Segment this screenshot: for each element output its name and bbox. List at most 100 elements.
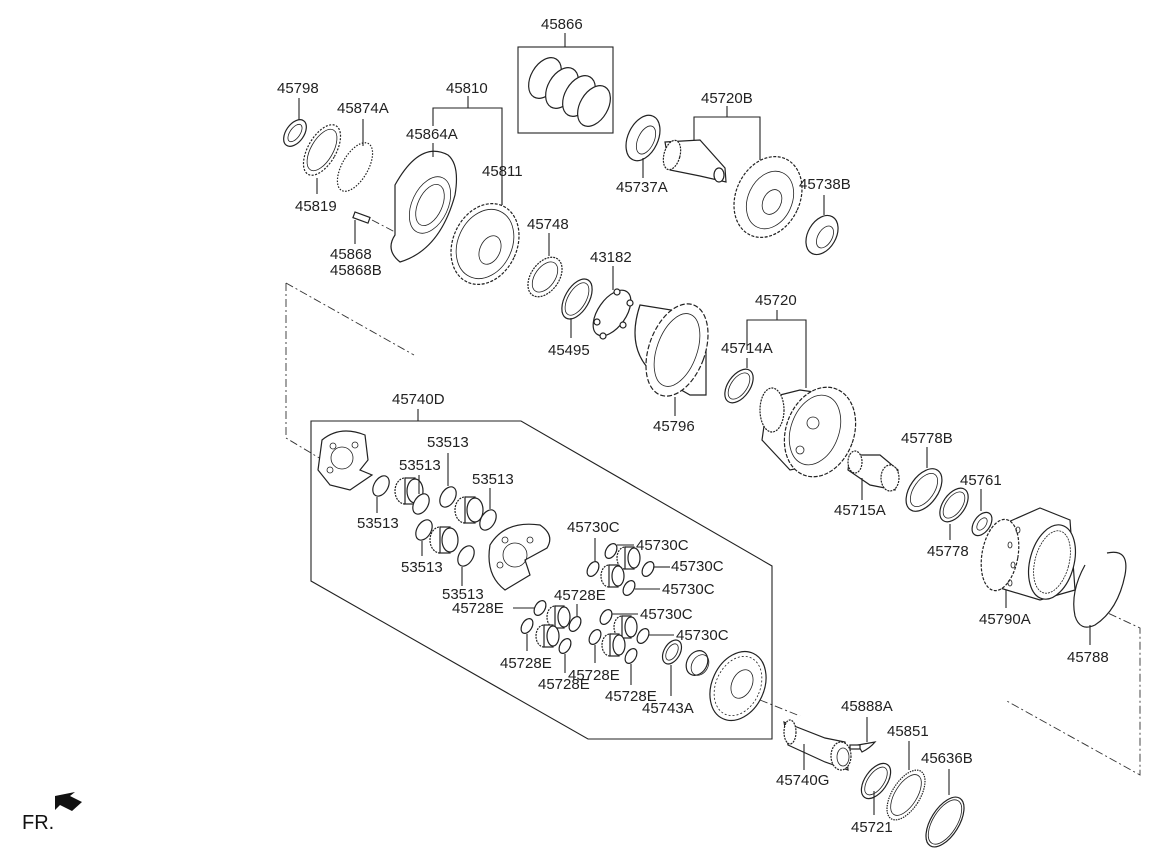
part-45721-thrust-ring[interactable] — [856, 758, 897, 815]
part-45788-snap-ring[interactable] — [1073, 551, 1127, 645]
label-45714A: 45714A — [721, 340, 773, 357]
label-45636B: 45636B — [921, 750, 973, 767]
label-45868: 45868 — [330, 246, 372, 263]
part-53513-washer-3[interactable] — [436, 453, 459, 510]
part-45728E-washer-4[interactable] — [557, 637, 574, 673]
part-53513-washer-1[interactable] — [369, 473, 392, 513]
bracket-45740D-kit — [310, 409, 773, 740]
part-45748-thrust-bearing[interactable] — [521, 233, 569, 303]
part-43182-retainer[interactable] — [586, 266, 639, 342]
label-45778: 45778 — [927, 543, 969, 560]
part-45864A-plate[interactable] — [390, 143, 459, 263]
part-45715A-sun-shaft[interactable] — [847, 450, 900, 500]
part-45819-gear-ring[interactable] — [296, 119, 348, 194]
label-45796: 45796 — [653, 418, 695, 435]
part-45738B-bearing[interactable] — [799, 195, 844, 260]
part-45730C-washer-1[interactable] — [585, 538, 602, 578]
part-pinion-gear-4[interactable] — [616, 546, 641, 570]
label-45740G: 45740G — [776, 772, 829, 789]
label-45728E-1: 45728E — [452, 600, 504, 617]
part-45743A-bearing[interactable] — [659, 637, 686, 696]
part-carrier-plate-middle[interactable] — [488, 523, 551, 591]
part-45730C-washer-3[interactable] — [640, 560, 670, 579]
label-45730C-6: 45730C — [676, 627, 729, 644]
label-45715A: 45715A — [834, 502, 886, 519]
part-pinion-gear-5[interactable] — [600, 564, 625, 588]
part-45730C-washer-4[interactable] — [621, 579, 660, 598]
label-45721: 45721 — [851, 819, 893, 836]
label-45720B: 45720B — [701, 90, 753, 107]
part-45737A-bearing[interactable] — [619, 110, 666, 178]
part-45728E-washer-3[interactable] — [519, 617, 536, 651]
part-45728E-washer-1[interactable] — [513, 599, 548, 618]
label-45851: 45851 — [887, 723, 929, 740]
label-45720: 45720 — [755, 292, 797, 309]
label-45874A: 45874A — [337, 100, 389, 117]
label-45728E-3: 45728E — [500, 655, 552, 672]
part-45730C-washer-6[interactable] — [635, 627, 674, 646]
part-45790A-ring-gear-drum[interactable] — [976, 507, 1083, 608]
part-45720B-pinion-shaft[interactable] — [660, 138, 727, 183]
part-45728E-washer-6[interactable] — [623, 647, 640, 685]
part-pinion-gear-2[interactable] — [454, 496, 484, 524]
label-45730C-3: 45730C — [671, 558, 724, 575]
part-45720B-helical-gear[interactable] — [721, 145, 815, 248]
label-45495: 45495 — [548, 342, 590, 359]
label-45819: 45819 — [295, 198, 337, 215]
label-53513-2: 53513 — [399, 457, 441, 474]
part-45714A-thrust-washer[interactable] — [719, 358, 759, 408]
label-43182: 43182 — [590, 249, 632, 266]
part-45720-planetary-carrier[interactable] — [759, 377, 868, 487]
label-45730C-2: 45730C — [636, 537, 689, 554]
label-45864A: 45864A — [406, 126, 458, 143]
part-45778-bearing-race[interactable] — [934, 483, 974, 540]
label-45810: 45810 — [446, 80, 488, 97]
part-bearing-race[interactable] — [682, 647, 713, 680]
part-45778B-retainer-plate[interactable] — [899, 447, 949, 518]
label-45811: 45811 — [482, 163, 523, 180]
part-45730C-washer-5[interactable] — [598, 608, 638, 627]
part-45730C-washer-2[interactable] — [603, 542, 634, 561]
part-53513-washer-2[interactable] — [409, 475, 432, 517]
part-53513-washer-5[interactable] — [412, 517, 435, 556]
part-45868-bolt[interactable] — [352, 211, 396, 244]
part-45888A-pin[interactable] — [849, 717, 877, 753]
label-45728E-5: 45728E — [568, 667, 620, 684]
part-pinion-gear-8[interactable] — [535, 624, 560, 648]
part-45495-ring[interactable] — [556, 274, 599, 338]
label-45740D: 45740D — [392, 391, 445, 408]
part-45866-seal-rings[interactable] — [517, 33, 617, 134]
part-45798-ring[interactable] — [279, 98, 311, 150]
part-carrier-plate-front[interactable] — [317, 430, 374, 491]
part-pinion-gear-9[interactable] — [601, 633, 626, 657]
part-53513-washer-4[interactable] — [476, 488, 499, 533]
label-45778B: 45778B — [901, 430, 953, 447]
bracket-45720B — [693, 106, 761, 160]
label-53513-1: 53513 — [357, 515, 399, 532]
front-label: FR. — [22, 812, 54, 834]
front-orientation-marker: FR. — [22, 792, 82, 834]
part-53513-washer-6[interactable] — [454, 543, 477, 586]
part-45796-drum[interactable] — [634, 295, 719, 416]
part-45740G-output-shaft[interactable] — [783, 719, 852, 771]
part-45636B-o-ring[interactable] — [918, 769, 971, 848]
label-45728E-4: 45728E — [538, 676, 590, 693]
label-45730C-1: 45730C — [567, 519, 620, 536]
part-45728E-washer-2[interactable] — [567, 604, 584, 633]
label-45730C-4: 45730C — [662, 581, 715, 598]
part-45874A-snap-ring[interactable] — [330, 119, 380, 197]
part-pinion-gear-7[interactable] — [546, 605, 571, 629]
part-45811-gear[interactable] — [438, 180, 532, 296]
part-45761-seal[interactable] — [968, 489, 996, 539]
part-pinion-gear-6[interactable] — [613, 615, 638, 639]
part-pinion-gear-3[interactable] — [429, 526, 459, 554]
label-53513-6: 53513 — [442, 586, 484, 603]
centerline-right — [759, 599, 1141, 776]
part-carrier-plate-rear[interactable] — [699, 642, 777, 729]
label-45868B: 45868B — [330, 262, 382, 279]
label-53513-4: 53513 — [472, 471, 514, 488]
part-45728E-washer-5[interactable] — [587, 628, 604, 663]
part-45851-needle-bearing[interactable] — [879, 741, 932, 826]
label-45798: 45798 — [277, 80, 319, 97]
